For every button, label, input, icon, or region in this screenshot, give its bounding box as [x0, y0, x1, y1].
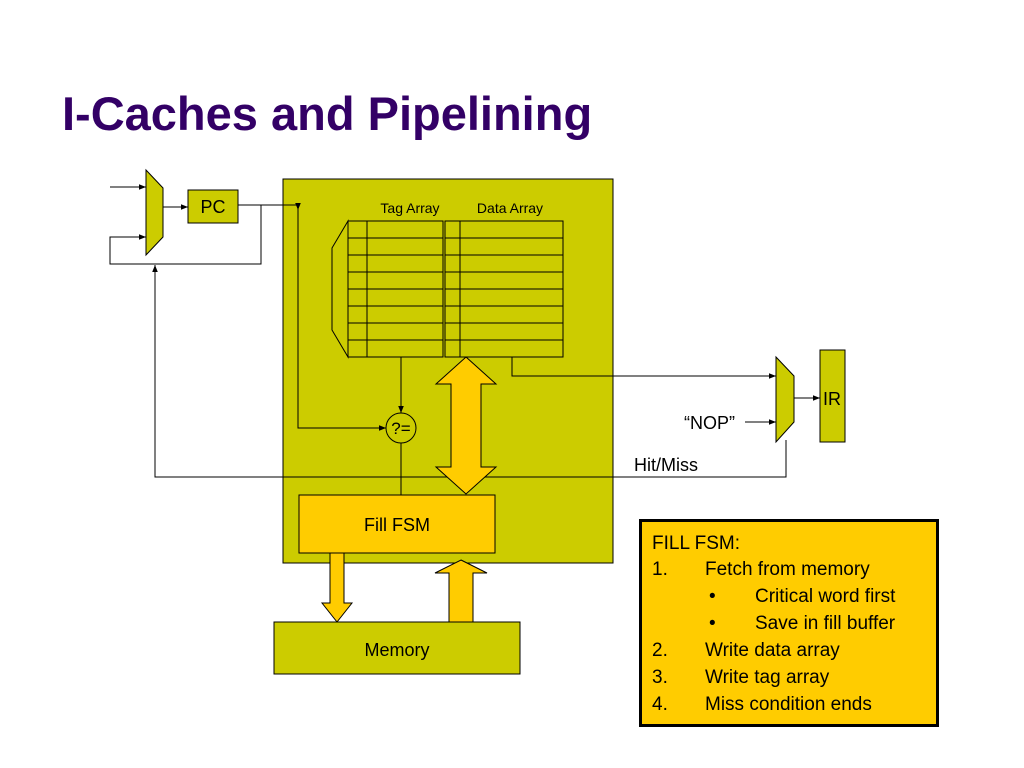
step-3: 3. Write tag array: [652, 664, 936, 691]
step-4: 4. Miss condition ends: [652, 691, 936, 718]
memory-label: Memory: [364, 640, 429, 660]
substep-2: • Save in fill buffer: [652, 610, 936, 637]
substep-text: Save in fill buffer: [755, 613, 896, 634]
data-to-ir-mux-wire: [511, 357, 776, 379]
pc-mux: [145, 168, 164, 257]
hitmiss-label: Hit/Miss: [634, 455, 698, 475]
memory-to-fsm-arrow: [434, 559, 488, 623]
substep-1: • Critical word first: [652, 583, 936, 610]
tag-array-label: Tag Array: [380, 200, 439, 216]
pc-label: PC: [200, 197, 225, 217]
fsm-to-memory-arrow: [320, 552, 354, 623]
row-decoder: [331, 219, 368, 359]
valid-bit-column: [444, 220, 461, 358]
bullet-icon: •: [709, 586, 716, 607]
fill-fsm: [298, 494, 496, 554]
step-number: 4.: [652, 694, 668, 715]
ir-mux: [775, 355, 795, 444]
step-number: 3.: [652, 667, 668, 688]
memory-block: [273, 621, 521, 675]
pc-to-compare-wire: [297, 210, 386, 431]
fill-fsm-label: Fill FSM: [364, 515, 430, 535]
step-number: 1.: [652, 559, 668, 580]
nop-label: “NOP”: [684, 413, 735, 433]
pc-to-decoder-wire: [280, 203, 301, 210]
ir-register: [819, 349, 846, 443]
bullet-icon: •: [709, 613, 716, 634]
tag-array: [366, 220, 444, 358]
step-text: Write tag array: [705, 667, 830, 688]
step-1: 1. Fetch from memory: [652, 556, 936, 583]
data-array: [459, 220, 564, 358]
fill-fsm-steps-box: FILL FSM: 1. Fetch from memory • Critica…: [639, 519, 939, 727]
fill-fsm-header: FILL FSM:: [652, 533, 740, 554]
ir-label: IR: [823, 389, 841, 409]
pc-feedback-wire: [109, 205, 262, 265]
slide-title: I-Caches and Pipelining: [62, 87, 593, 140]
step-text: Fetch from memory: [705, 559, 870, 580]
compare-label: ?=: [391, 419, 410, 438]
step-text: Write data array: [705, 640, 840, 661]
step-text: Miss condition ends: [705, 694, 872, 715]
step-number: 2.: [652, 640, 668, 661]
fill-data-double-arrow: [434, 356, 498, 495]
substep-text: Critical word first: [755, 586, 896, 607]
pc-register: [187, 189, 239, 224]
step-2: 2. Write data array: [652, 637, 936, 664]
data-array-label: Data Array: [477, 200, 543, 216]
